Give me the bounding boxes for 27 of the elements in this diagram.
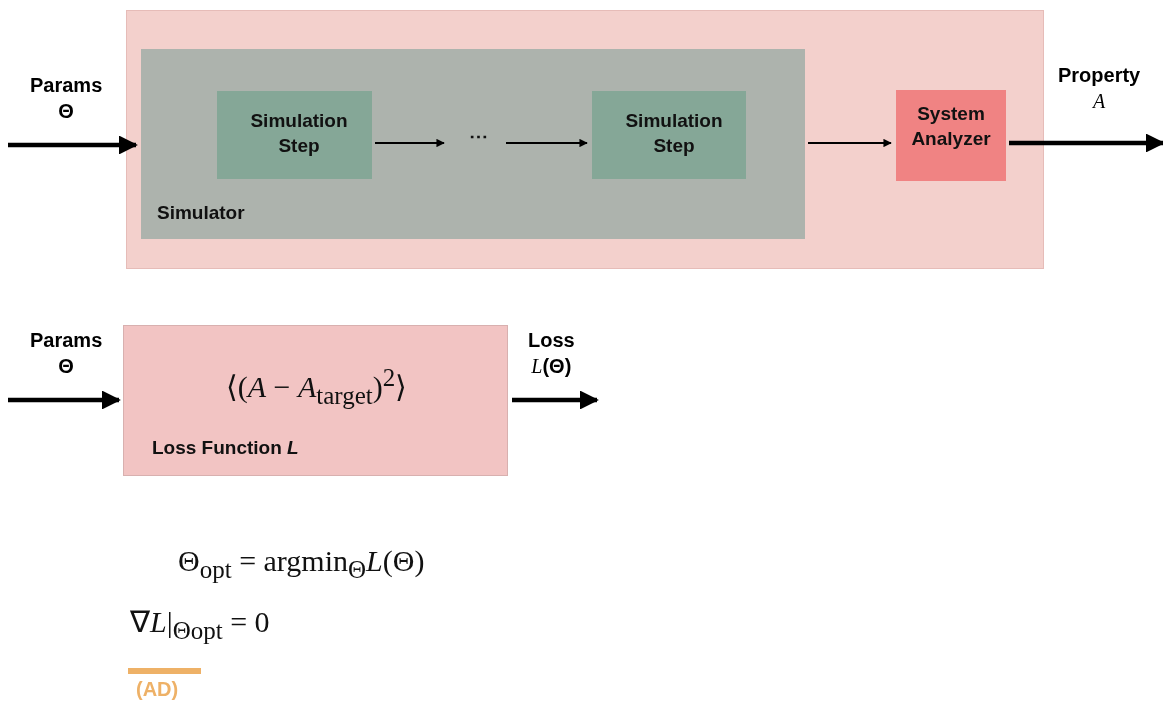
arrow — [374, 138, 445, 148]
analyzer-box — [896, 90, 1006, 181]
arrow — [505, 138, 588, 148]
box-label: Simulation Step — [624, 109, 724, 158]
equation: Θ$_{opt}$ = argmin$_{Θ}$L(Θ) — [178, 544, 425, 584]
annotation: (AD) — [136, 678, 179, 701]
container-box — [126, 10, 1044, 269]
edge-label: Params Θ — [30, 73, 103, 124]
arrow — [512, 390, 599, 410]
box-label: Simulation Step — [249, 109, 349, 158]
process-box — [592, 91, 746, 179]
arrow — [8, 390, 121, 410]
arrow — [1009, 133, 1163, 153]
box-label: Simulator — [157, 201, 246, 225]
equation: ∇L|$_{Θopt}$ = 0 — [130, 604, 270, 645]
arrow — [8, 135, 138, 155]
box-label: System Analyzer — [910, 102, 992, 151]
box-label: Loss Function L — [152, 436, 300, 460]
loss-function-box — [123, 325, 508, 476]
formula: ⟨(A − A$_{target}$)$^{2}$⟩ — [224, 363, 409, 411]
edge-label: Params Θ — [30, 328, 103, 379]
ellipsis-text: ⋯ — [467, 125, 489, 149]
edge-label: Property A — [1058, 63, 1141, 114]
arrow — [807, 138, 892, 148]
simulator-box — [141, 49, 805, 239]
process-box — [217, 91, 372, 179]
edge-label: Loss L(Θ) — [528, 328, 575, 379]
